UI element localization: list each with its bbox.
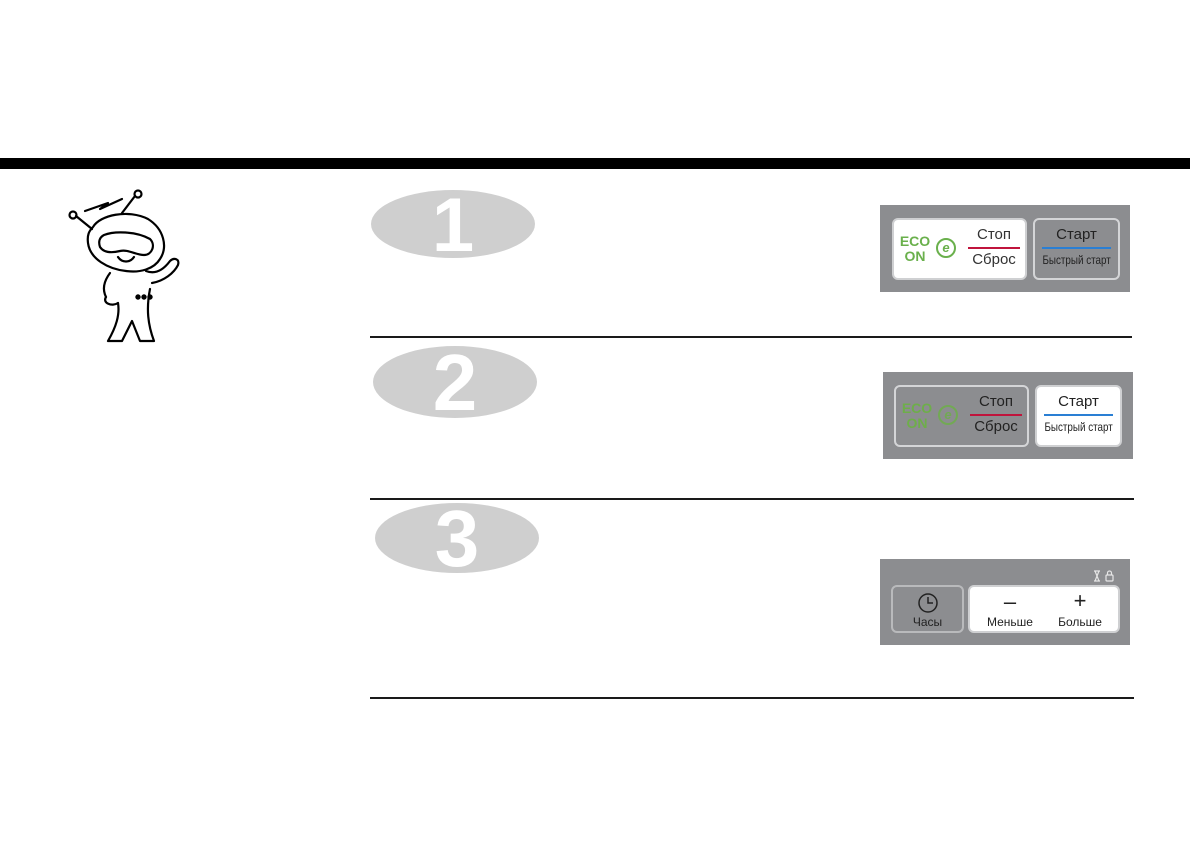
- mascot-illustration: [68, 189, 180, 343]
- section-divider: [370, 498, 1134, 500]
- eco-on-label: ECO ON: [901, 400, 933, 431]
- step-2-badge: 2: [373, 346, 537, 418]
- step-3-badge: 3: [375, 503, 539, 573]
- reset-label: Сброс: [972, 251, 1016, 268]
- stop-reset-button[interactable]: ECO ON e Стоп Сброс: [894, 385, 1029, 447]
- header-rule: [0, 158, 1190, 169]
- less-more-button-group: – Меньше + Больше: [968, 585, 1120, 633]
- eco-leaf-icon: e: [938, 405, 958, 425]
- stop-label: Стоп: [977, 226, 1011, 243]
- section-divider: [370, 697, 1134, 699]
- stop-divider: [968, 247, 1020, 249]
- stop-label: Стоп: [979, 393, 1013, 410]
- start-label: Старт: [1058, 393, 1099, 410]
- reset-label: Сброс: [974, 418, 1018, 435]
- stop-divider: [970, 414, 1022, 416]
- control-panel-step-1: ECO ON e Стоп Сброс Старт Быстрый старт: [880, 205, 1130, 292]
- eco-leaf-icon: e: [936, 238, 956, 258]
- start-label: Старт: [1056, 226, 1097, 243]
- clock-label: Часы: [912, 615, 943, 629]
- clock-icon: [918, 593, 938, 613]
- minus-icon[interactable]: –: [1003, 589, 1017, 614]
- child-lock-icon: [1094, 570, 1114, 582]
- quick-start-label: Быстрый старт: [1044, 420, 1113, 434]
- section-divider: [370, 336, 1132, 338]
- stop-reset-button[interactable]: ECO ON e Стоп Сброс: [892, 218, 1027, 280]
- start-button[interactable]: Старт Быстрый старт: [1035, 385, 1122, 447]
- less-label[interactable]: Меньше: [987, 615, 1033, 629]
- control-panel-step-3: Часы – Меньше + Больше: [880, 559, 1130, 645]
- quick-start-label: Быстрый старт: [1042, 253, 1111, 267]
- start-divider: [1044, 414, 1113, 416]
- step-1-number: 1: [432, 190, 474, 258]
- more-label[interactable]: Больше: [1058, 615, 1102, 629]
- clock-button[interactable]: Часы: [891, 585, 964, 633]
- eco-on-label: ECO ON: [899, 233, 931, 264]
- start-button[interactable]: Старт Быстрый старт: [1033, 218, 1120, 280]
- step-1-badge: 1: [371, 190, 535, 258]
- step-2-number: 2: [433, 346, 478, 418]
- plus-icon[interactable]: +: [1073, 588, 1087, 613]
- control-panel-step-2: ECO ON e Стоп Сброс Старт Быстрый старт: [883, 372, 1133, 459]
- start-divider: [1042, 247, 1111, 249]
- step-3-number: 3: [435, 503, 480, 573]
